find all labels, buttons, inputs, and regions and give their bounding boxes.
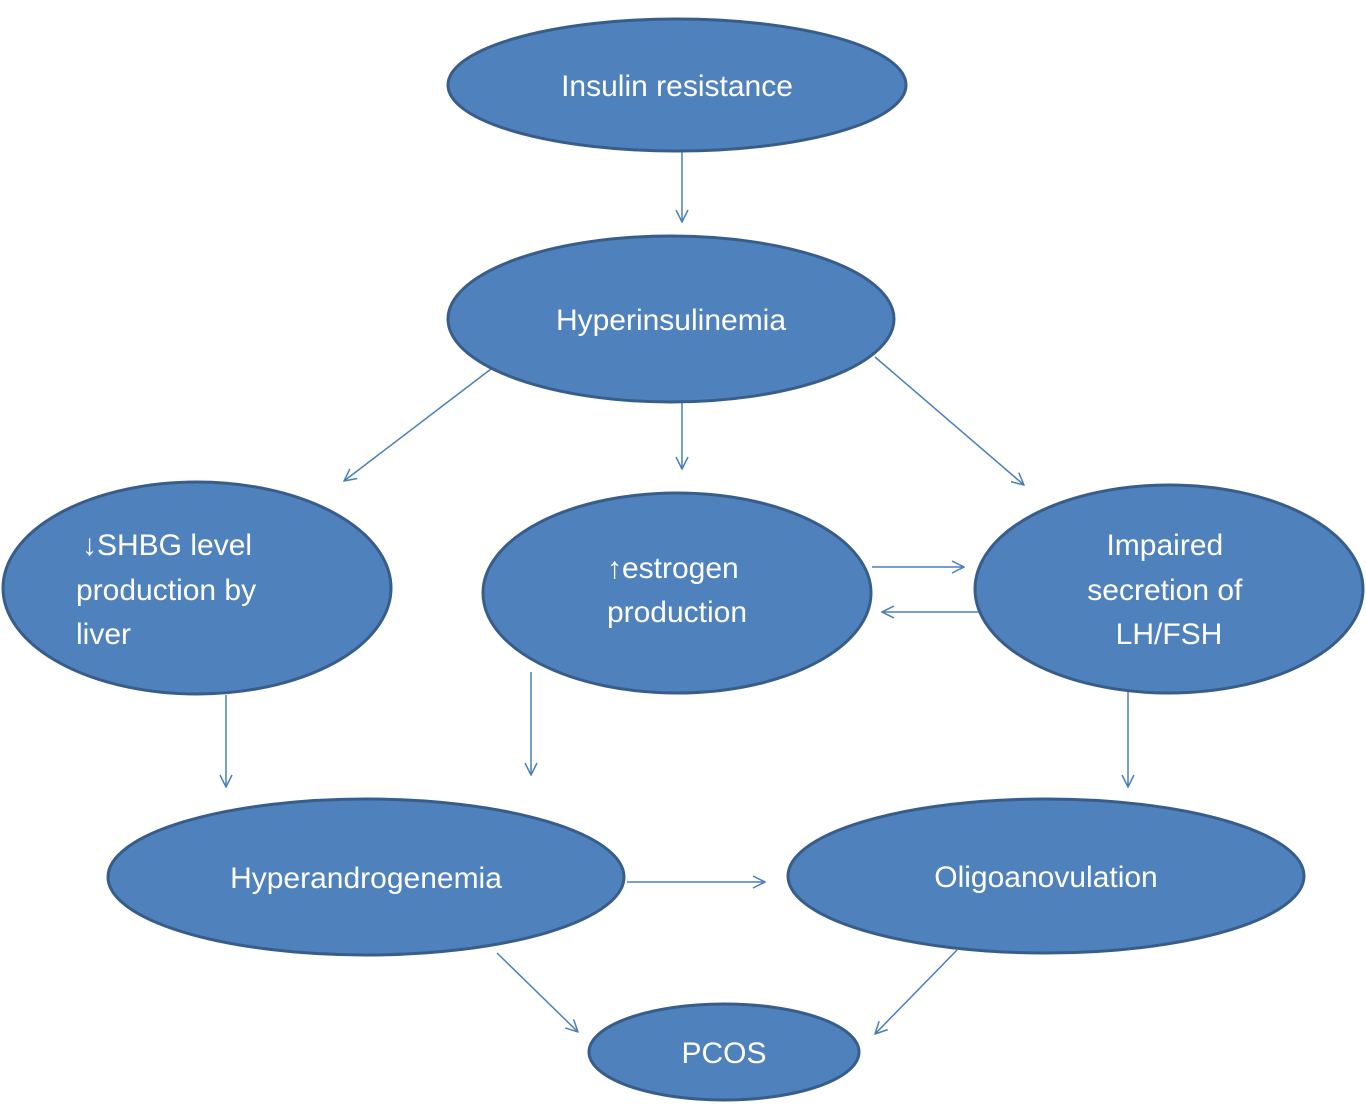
label-line: ↑estrogen — [607, 552, 739, 585]
label-line: Oligoanovulation — [934, 861, 1158, 894]
node-oligoanovulation-label: Oligoanovulation — [934, 861, 1158, 894]
node-hyperinsulinemia-label: Hyperinsulinemia — [556, 304, 786, 337]
label-line: ↓SHBG level — [82, 529, 252, 562]
edge-hyperinsulinemia-to-lh-fsh — [874, 356, 1024, 485]
label-line: secretion of — [1087, 574, 1243, 607]
edge-oligoanovulation-to-pcos — [875, 949, 958, 1034]
node-pcos-label: PCOS — [681, 1037, 766, 1070]
node-lh-fsh: Impaired secretion of LH/FSH — [973, 483, 1365, 695]
edge-hyperandrogenemia-to-pcos — [496, 952, 578, 1032]
label-line: PCOS — [681, 1037, 766, 1070]
node-estrogen-label: ↑estrogen production — [607, 552, 747, 629]
node-hyperandrogenemia-label: Hyperandrogenemia — [230, 862, 502, 895]
node-pcos: PCOS — [587, 1002, 861, 1102]
node-insulin-resistance: Insulin resistance — [446, 17, 908, 153]
node-shbg: ↓SHBG level production by liver — [1, 480, 393, 696]
node-hyperinsulinemia: Hyperinsulinemia — [446, 234, 896, 404]
label-line: LH/FSH — [1116, 618, 1223, 651]
node-shbg-label: ↓SHBG level production by liver — [76, 529, 264, 651]
node-insulin-resistance-label: Insulin resistance — [561, 70, 793, 103]
label-line: Hyperandrogenemia — [230, 862, 502, 895]
node-hyperandrogenemia: Hyperandrogenemia — [106, 797, 626, 957]
label-line: production — [607, 596, 747, 629]
node-lh-fsh-label: Impaired secretion of LH/FSH — [1087, 529, 1250, 651]
label-line: Insulin resistance — [561, 70, 793, 103]
label-line: Impaired — [1106, 529, 1223, 562]
label-line: Hyperinsulinemia — [556, 304, 786, 337]
node-oligoanovulation: Oligoanovulation — [786, 797, 1306, 955]
label-line: liver — [76, 618, 131, 651]
node-estrogen: ↑estrogen production — [481, 491, 873, 695]
label-line: production by — [76, 574, 256, 607]
edge-hyperinsulinemia-to-shbg — [344, 368, 492, 481]
